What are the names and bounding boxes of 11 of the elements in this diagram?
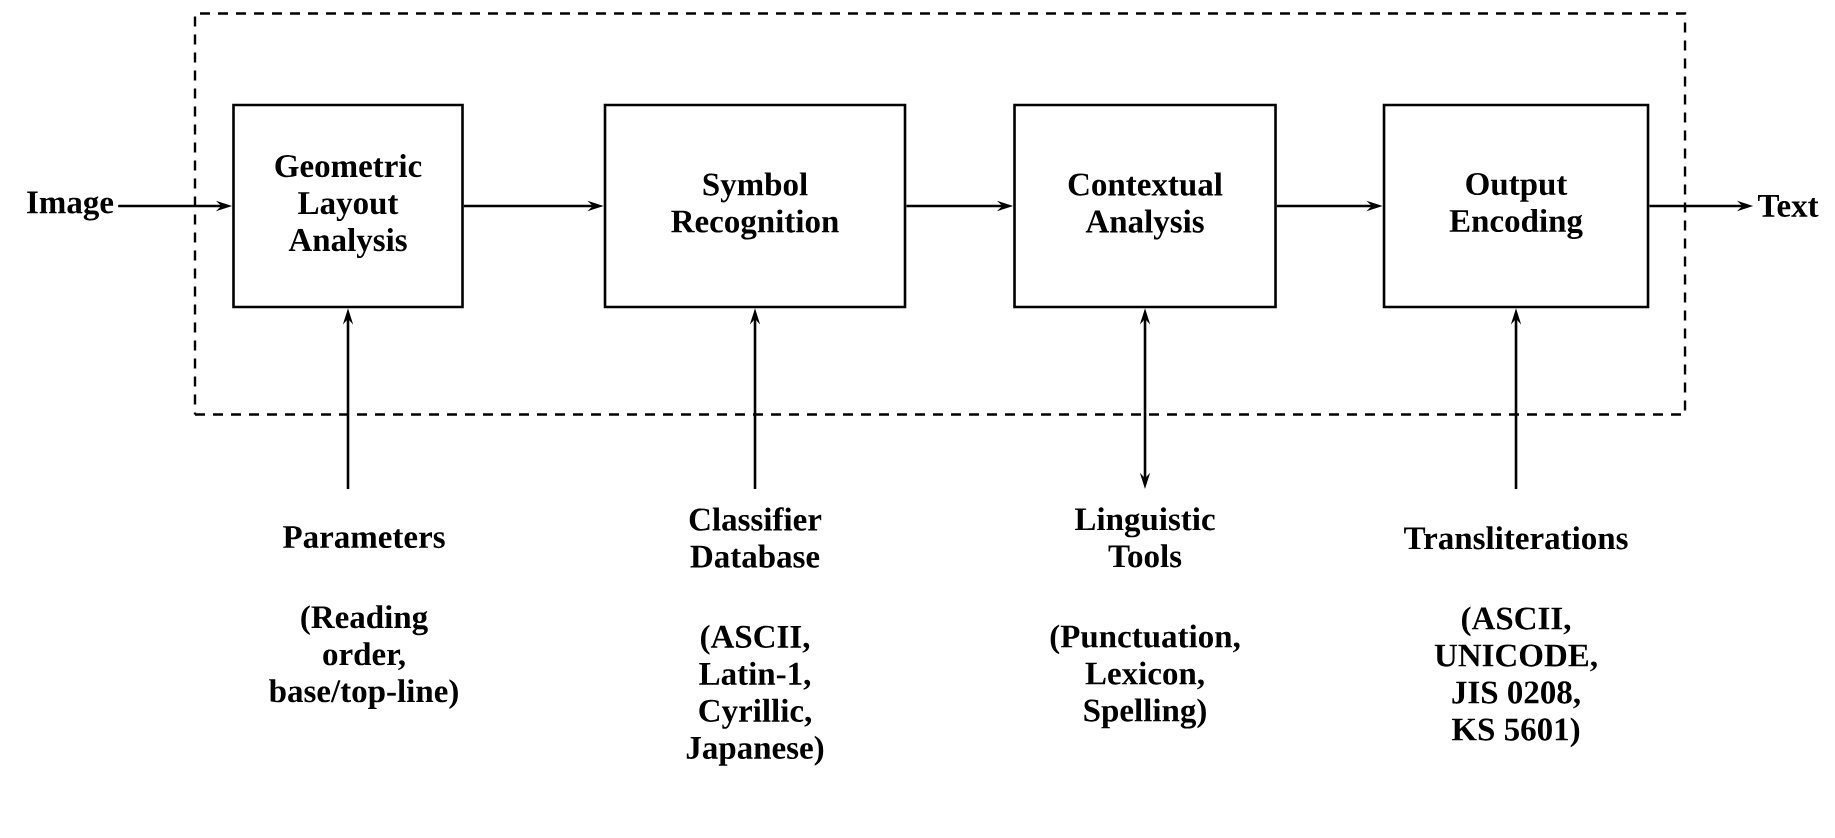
resource-label: Classifier Database (ASCII, Latin-1, Cyrillic, Japanese) <box>686 507 824 766</box>
process-box: Symbol Recognition <box>603 103 907 309</box>
io-label: Image <box>27 191 114 221</box>
resource-label: Linguistic Tools (Punctuation, Lexicon, Spelling) <box>1050 507 1240 729</box>
process-box: Geometric Layout Analysis <box>232 103 464 309</box>
process-box: Output Encoding <box>1382 103 1650 309</box>
resource-label: Transliterations (ASCII, UNICODE, JIS 0208, KS 5601) <box>1404 526 1628 748</box>
process-box: Contextual Analysis <box>1013 103 1277 309</box>
resource-label: Parameters (Reading order, base/top-line) <box>269 526 458 710</box>
io-label: Text <box>1758 195 1819 217</box>
dashed-frame <box>193 12 1687 416</box>
